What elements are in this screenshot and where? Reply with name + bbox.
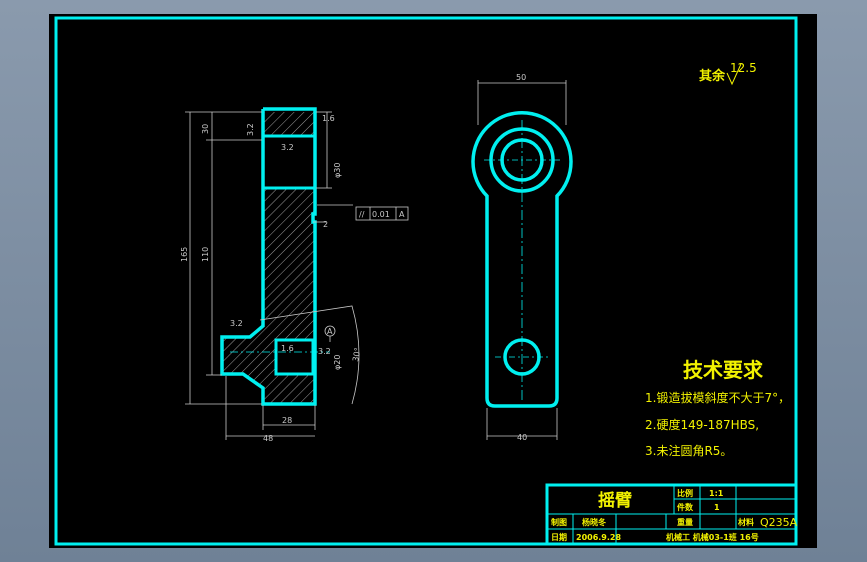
section-outline (220, 107, 317, 406)
date-value: 2006.9.28 (576, 533, 621, 542)
tech-title: 技术要求 (683, 358, 764, 382)
roughness-prefix: 其余 (699, 68, 726, 84)
tolerance-symbol: // (359, 210, 365, 219)
tech-item-1: 1.锻造拔模斜度不大于7°， (645, 390, 790, 405)
drawing-border (54, 16, 798, 546)
section-view: 165 30 110 3.2 φ30 1.6 3.2 2 // 0.01 A 3… (180, 107, 409, 443)
dim-1-6-slot: 1.6 (281, 344, 294, 353)
datum-marker: A (327, 327, 333, 336)
slot-cutout (274, 338, 315, 376)
quantity-value: 1 (714, 503, 720, 512)
engineering-drawing: 165 30 110 3.2 φ30 1.6 3.2 2 // 0.01 A 3… (54, 16, 798, 546)
dim-angle: 30° (351, 347, 362, 363)
front-outline (471, 110, 573, 408)
scale-value: 1:1 (709, 489, 724, 498)
drawn-name: 杨晓冬 (582, 517, 606, 527)
quantity-label: 件数 (677, 502, 694, 512)
dim-30-top: 30 (201, 124, 210, 134)
tech-item-2: 2.硬度149-187HBS, (645, 417, 759, 432)
dim-3-2-slot-right: 3.2 (318, 347, 331, 356)
hatch-middle (263, 188, 315, 316)
dim-slot-diameter: φ20 (333, 355, 342, 370)
dim-1-6-top: 1.6 (322, 114, 335, 123)
dim-groove: 2 (323, 220, 328, 229)
dim-48: 48 (263, 434, 273, 443)
tolerance-value: 0.01 (372, 210, 390, 219)
tech-requirements: 技术要求 1.锻造拔模斜度不大于7°， 2.硬度149-187HBS, 3.未注… (645, 358, 790, 458)
dim-50: 50 (516, 73, 526, 82)
school-info: 机械工 机械03-1班 16号 (666, 532, 759, 542)
material-value: Q235A (760, 516, 798, 529)
dim-28: 28 (282, 416, 292, 425)
dim-3-2-slot: 3.2 (230, 319, 243, 328)
tech-item-3: 3.未注圆角R5。 (645, 443, 732, 458)
front-view: 50 40 (471, 73, 573, 442)
weight-label: 重量 (677, 517, 693, 527)
drawing-sheet: 165 30 110 3.2 φ30 1.6 3.2 2 // 0.01 A 3… (49, 14, 817, 548)
tolerance-frame: // 0.01 A (355, 206, 409, 221)
dim-3-2-top: 3.2 (246, 123, 255, 136)
dim-40: 40 (517, 433, 527, 442)
date-label: 日期 (551, 532, 567, 542)
part-name: 摇臂 (598, 490, 632, 511)
title-block: 摇臂 比例 1:1 件数 1 重量 材料 Q235A 制图 杨晓冬 日期 200… (545, 483, 798, 546)
dim-110: 110 (201, 247, 210, 262)
material-label: 材料 (738, 517, 754, 527)
drawn-label: 制图 (551, 517, 567, 527)
scale-label: 比例 (677, 488, 693, 498)
roughness-value: 12.5 (730, 61, 757, 75)
dim-3-2-bore: 3.2 (281, 143, 294, 152)
tolerance-datum: A (399, 210, 405, 219)
hatch-top (263, 112, 315, 136)
dim-bore-diameter: φ30 (333, 163, 342, 178)
dim-165: 165 (180, 247, 189, 262)
roughness-note: 其余 12.5 (699, 61, 757, 86)
